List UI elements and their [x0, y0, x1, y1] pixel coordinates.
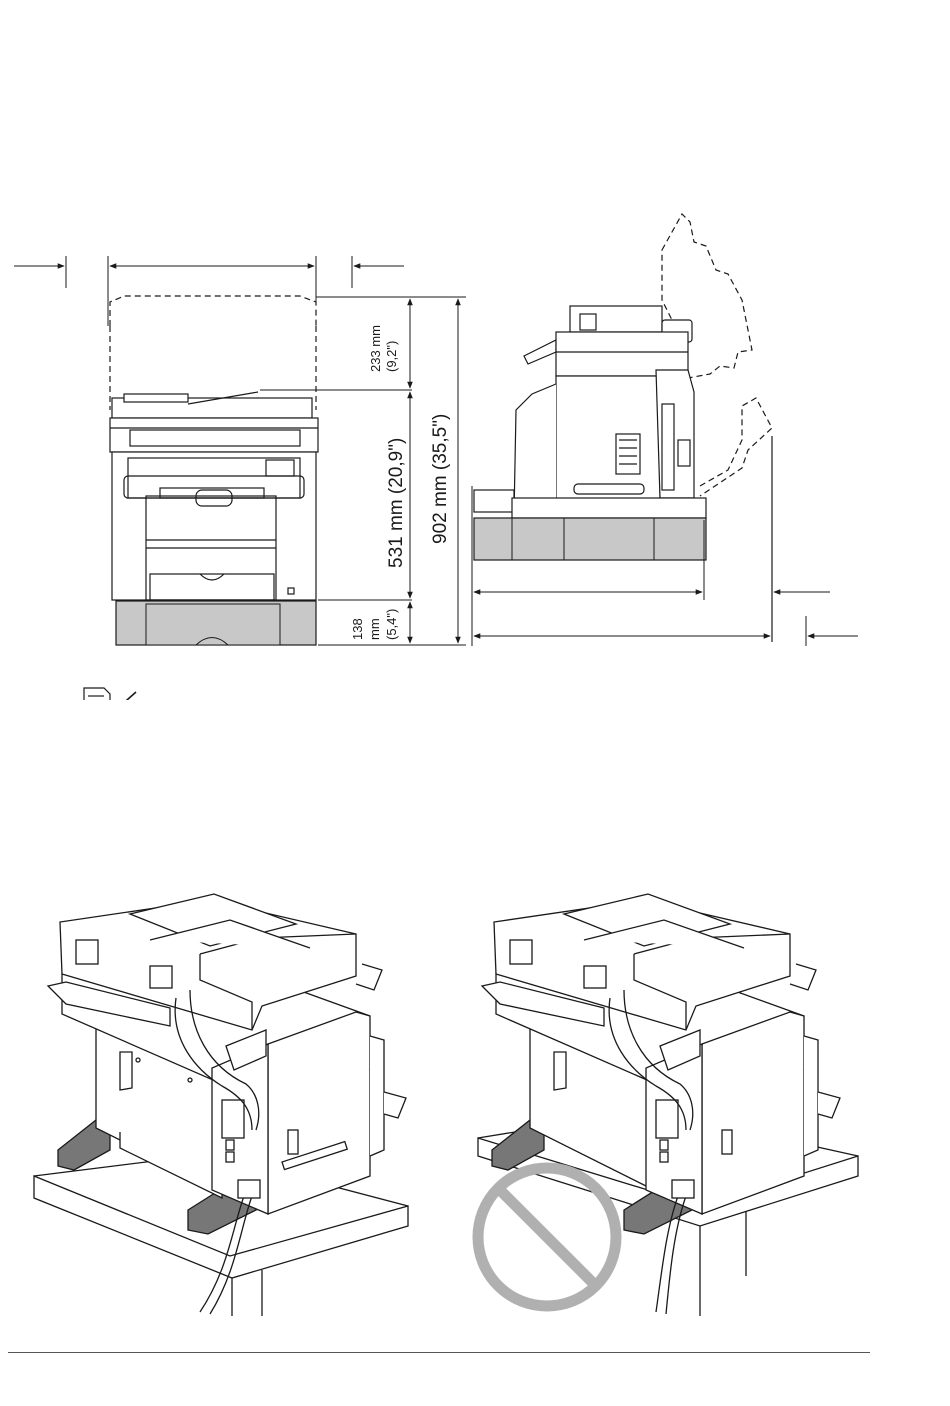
incorrect-cable-routing: [478, 894, 858, 1316]
correct-cable-routing: [34, 894, 408, 1316]
front-lower-tray: [116, 601, 316, 645]
dim-bottom-mm: 138: [350, 618, 365, 640]
dim-main-height: 531 mm (20,9"): [386, 438, 407, 568]
printer-dimension-diagram: 233 mm (9,2") 531 mm (20,9") 902 mm (35,…: [0, 0, 950, 700]
dim-bottom-unit: mm: [367, 618, 382, 640]
footer-rule: [8, 1352, 870, 1353]
dim-upper-mm: 233 mm: [368, 325, 383, 372]
dim-bottom-in: (5,4"): [384, 609, 399, 640]
width-dimension-arrows: [14, 256, 404, 326]
side-lower-tray: [474, 518, 706, 560]
dim-upper-in: (9,2"): [384, 341, 399, 372]
front-view: [110, 296, 318, 600]
side-view: [474, 214, 772, 642]
dim-total-height: 902 mm (35,5"): [430, 414, 451, 544]
note-icon: [84, 688, 136, 700]
prohibited-icon: [478, 1168, 616, 1306]
